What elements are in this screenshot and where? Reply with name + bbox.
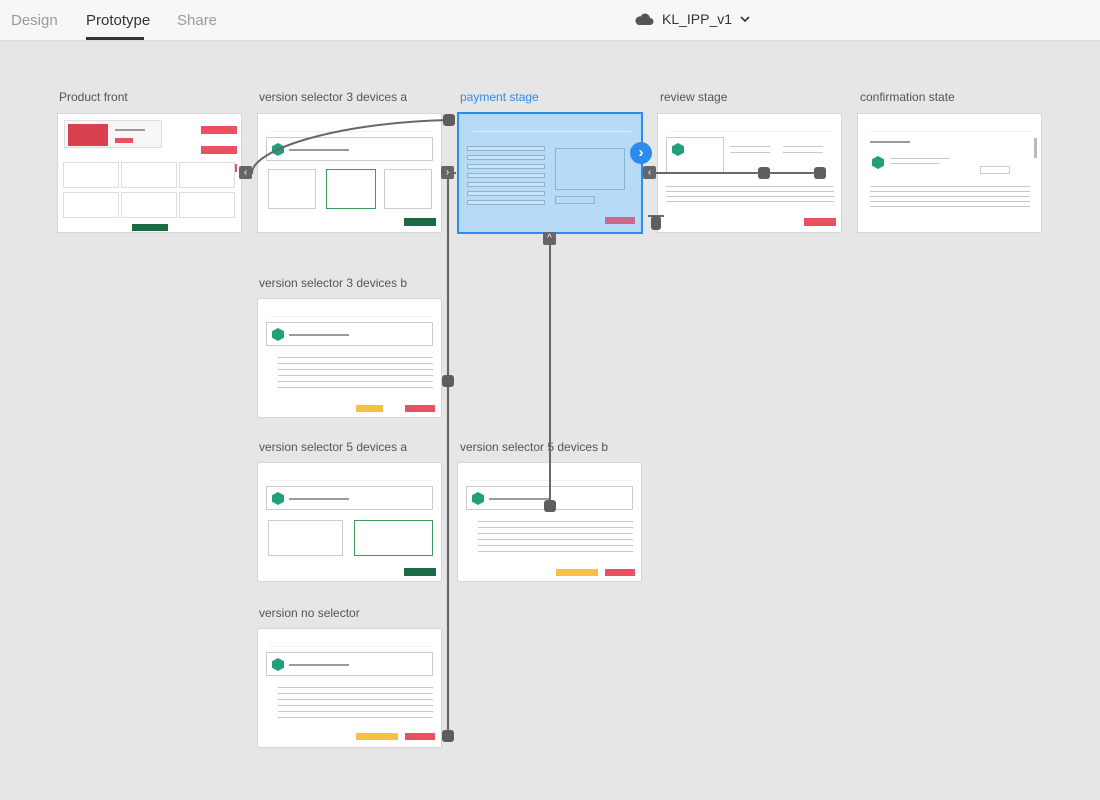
- paypal-button[interactable]: [356, 405, 383, 412]
- artboard-confirmation-state[interactable]: [857, 113, 1042, 233]
- download-button[interactable]: [980, 166, 1010, 174]
- product-summary: [266, 137, 433, 161]
- next-button[interactable]: [404, 218, 436, 226]
- artboard-3-devices-a[interactable]: [257, 113, 442, 233]
- wire-handle[interactable]: [443, 114, 455, 126]
- form-field[interactable]: [467, 164, 545, 169]
- wire-handle[interactable]: [651, 216, 661, 230]
- tab-share[interactable]: Share: [177, 12, 218, 29]
- paypal-button[interactable]: [356, 733, 398, 740]
- wire-handle[interactable]: [814, 167, 826, 179]
- continue-button[interactable]: [405, 405, 435, 412]
- product-summary: [266, 486, 433, 510]
- artboard-payment-stage[interactable]: [457, 112, 643, 234]
- step-tabs: [471, 126, 631, 132]
- artboard-3-devices-b[interactable]: [257, 298, 442, 418]
- buy-now-button[interactable]: [201, 126, 237, 134]
- form-field[interactable]: [467, 182, 545, 187]
- tab-design[interactable]: Design: [11, 12, 58, 29]
- artboard-5-devices-a[interactable]: [257, 462, 442, 582]
- wire-product-front: [246, 119, 449, 174]
- more-tools-button[interactable]: [132, 224, 168, 231]
- wire-handle[interactable]: [758, 167, 770, 179]
- paypal-button[interactable]: [556, 569, 598, 576]
- artboard-product-front[interactable]: [57, 113, 242, 233]
- continue-button[interactable]: [605, 569, 635, 576]
- continue-button[interactable]: [405, 733, 435, 740]
- device-option[interactable]: [354, 520, 433, 556]
- artboard-label-3-devices-b[interactable]: version selector 3 devices b: [259, 276, 408, 290]
- feature-tile: [179, 192, 235, 218]
- chevron-down-icon: [740, 16, 750, 23]
- form-field[interactable]: [467, 191, 545, 196]
- step-tabs: [870, 126, 1031, 132]
- chevron-right-icon[interactable]: ›: [630, 142, 652, 164]
- chevron-up-icon[interactable]: ^: [543, 232, 556, 245]
- artboard-label-3-devices-a[interactable]: version selector 3 devices a: [259, 90, 408, 104]
- form-field[interactable]: [467, 146, 545, 151]
- form-field[interactable]: [467, 173, 545, 178]
- product-summary: [266, 322, 433, 346]
- artboard-label-no-selector[interactable]: version no selector: [259, 606, 360, 620]
- product-image: [872, 156, 884, 169]
- device-option[interactable]: [384, 169, 432, 209]
- feature-tile: [63, 162, 119, 188]
- device-option[interactable]: [326, 169, 376, 209]
- form-field[interactable]: [467, 155, 545, 160]
- artboard-no-selector[interactable]: [257, 628, 442, 748]
- step-tabs: [270, 475, 431, 481]
- feature-tile: [63, 192, 119, 218]
- order-product: [666, 137, 724, 173]
- step-tabs: [270, 641, 431, 647]
- artboard-label-payment-stage[interactable]: payment stage: [460, 90, 539, 104]
- license-banner: [64, 120, 162, 148]
- artboard-label-5-devices-b[interactable]: version selector 5 devices b: [460, 440, 609, 454]
- device-option[interactable]: [268, 169, 316, 209]
- active-tab-indicator: [86, 37, 144, 40]
- document-title: KL_IPP_v1: [662, 11, 733, 27]
- artboard-label-product-front[interactable]: Product front: [59, 90, 128, 104]
- artboard-label-review-stage[interactable]: review stage: [660, 90, 728, 104]
- error-thumbnail: [68, 124, 108, 146]
- wire-handle[interactable]: [442, 730, 454, 742]
- feature-tile: [179, 162, 235, 188]
- prototype-canvas[interactable]: Product front version selector 3 devices…: [0, 41, 1100, 800]
- place-order-button[interactable]: [804, 218, 836, 226]
- artboard-label-confirmation-state[interactable]: confirmation state: [860, 90, 955, 104]
- product-summary: [266, 652, 433, 676]
- tab-prototype[interactable]: Prototype: [86, 12, 151, 29]
- chevron-right-icon[interactable]: ›: [441, 166, 454, 179]
- form-field[interactable]: [467, 200, 545, 205]
- prototype-wires: [246, 119, 820, 736]
- next-button[interactable]: [404, 568, 436, 576]
- feature-tile: [121, 192, 177, 218]
- wire-handle[interactable]: [442, 375, 454, 387]
- chevron-left-icon[interactable]: ‹: [643, 166, 656, 179]
- continue-button[interactable]: [605, 217, 635, 224]
- document-title-dropdown[interactable]: KL_IPP_v1: [634, 11, 750, 27]
- feature-tile: [121, 162, 177, 188]
- scrollbar[interactable]: [1034, 138, 1037, 158]
- chevron-left-icon[interactable]: ‹: [239, 166, 252, 179]
- step-tabs: [670, 126, 831, 132]
- device-option[interactable]: [268, 520, 343, 556]
- card-payment-panel[interactable]: [555, 148, 625, 190]
- step-tabs: [270, 311, 431, 317]
- buy-now-button[interactable]: [201, 146, 237, 154]
- paypal-option[interactable]: [555, 196, 595, 204]
- step-tabs: [270, 126, 431, 132]
- cloud-icon: [635, 13, 654, 25]
- wire-handle[interactable]: [544, 500, 556, 512]
- artboard-label-5-devices-a[interactable]: version selector 5 devices a: [259, 440, 408, 454]
- top-toolbar: Design Prototype Share KL_IPP_v1: [0, 0, 1100, 41]
